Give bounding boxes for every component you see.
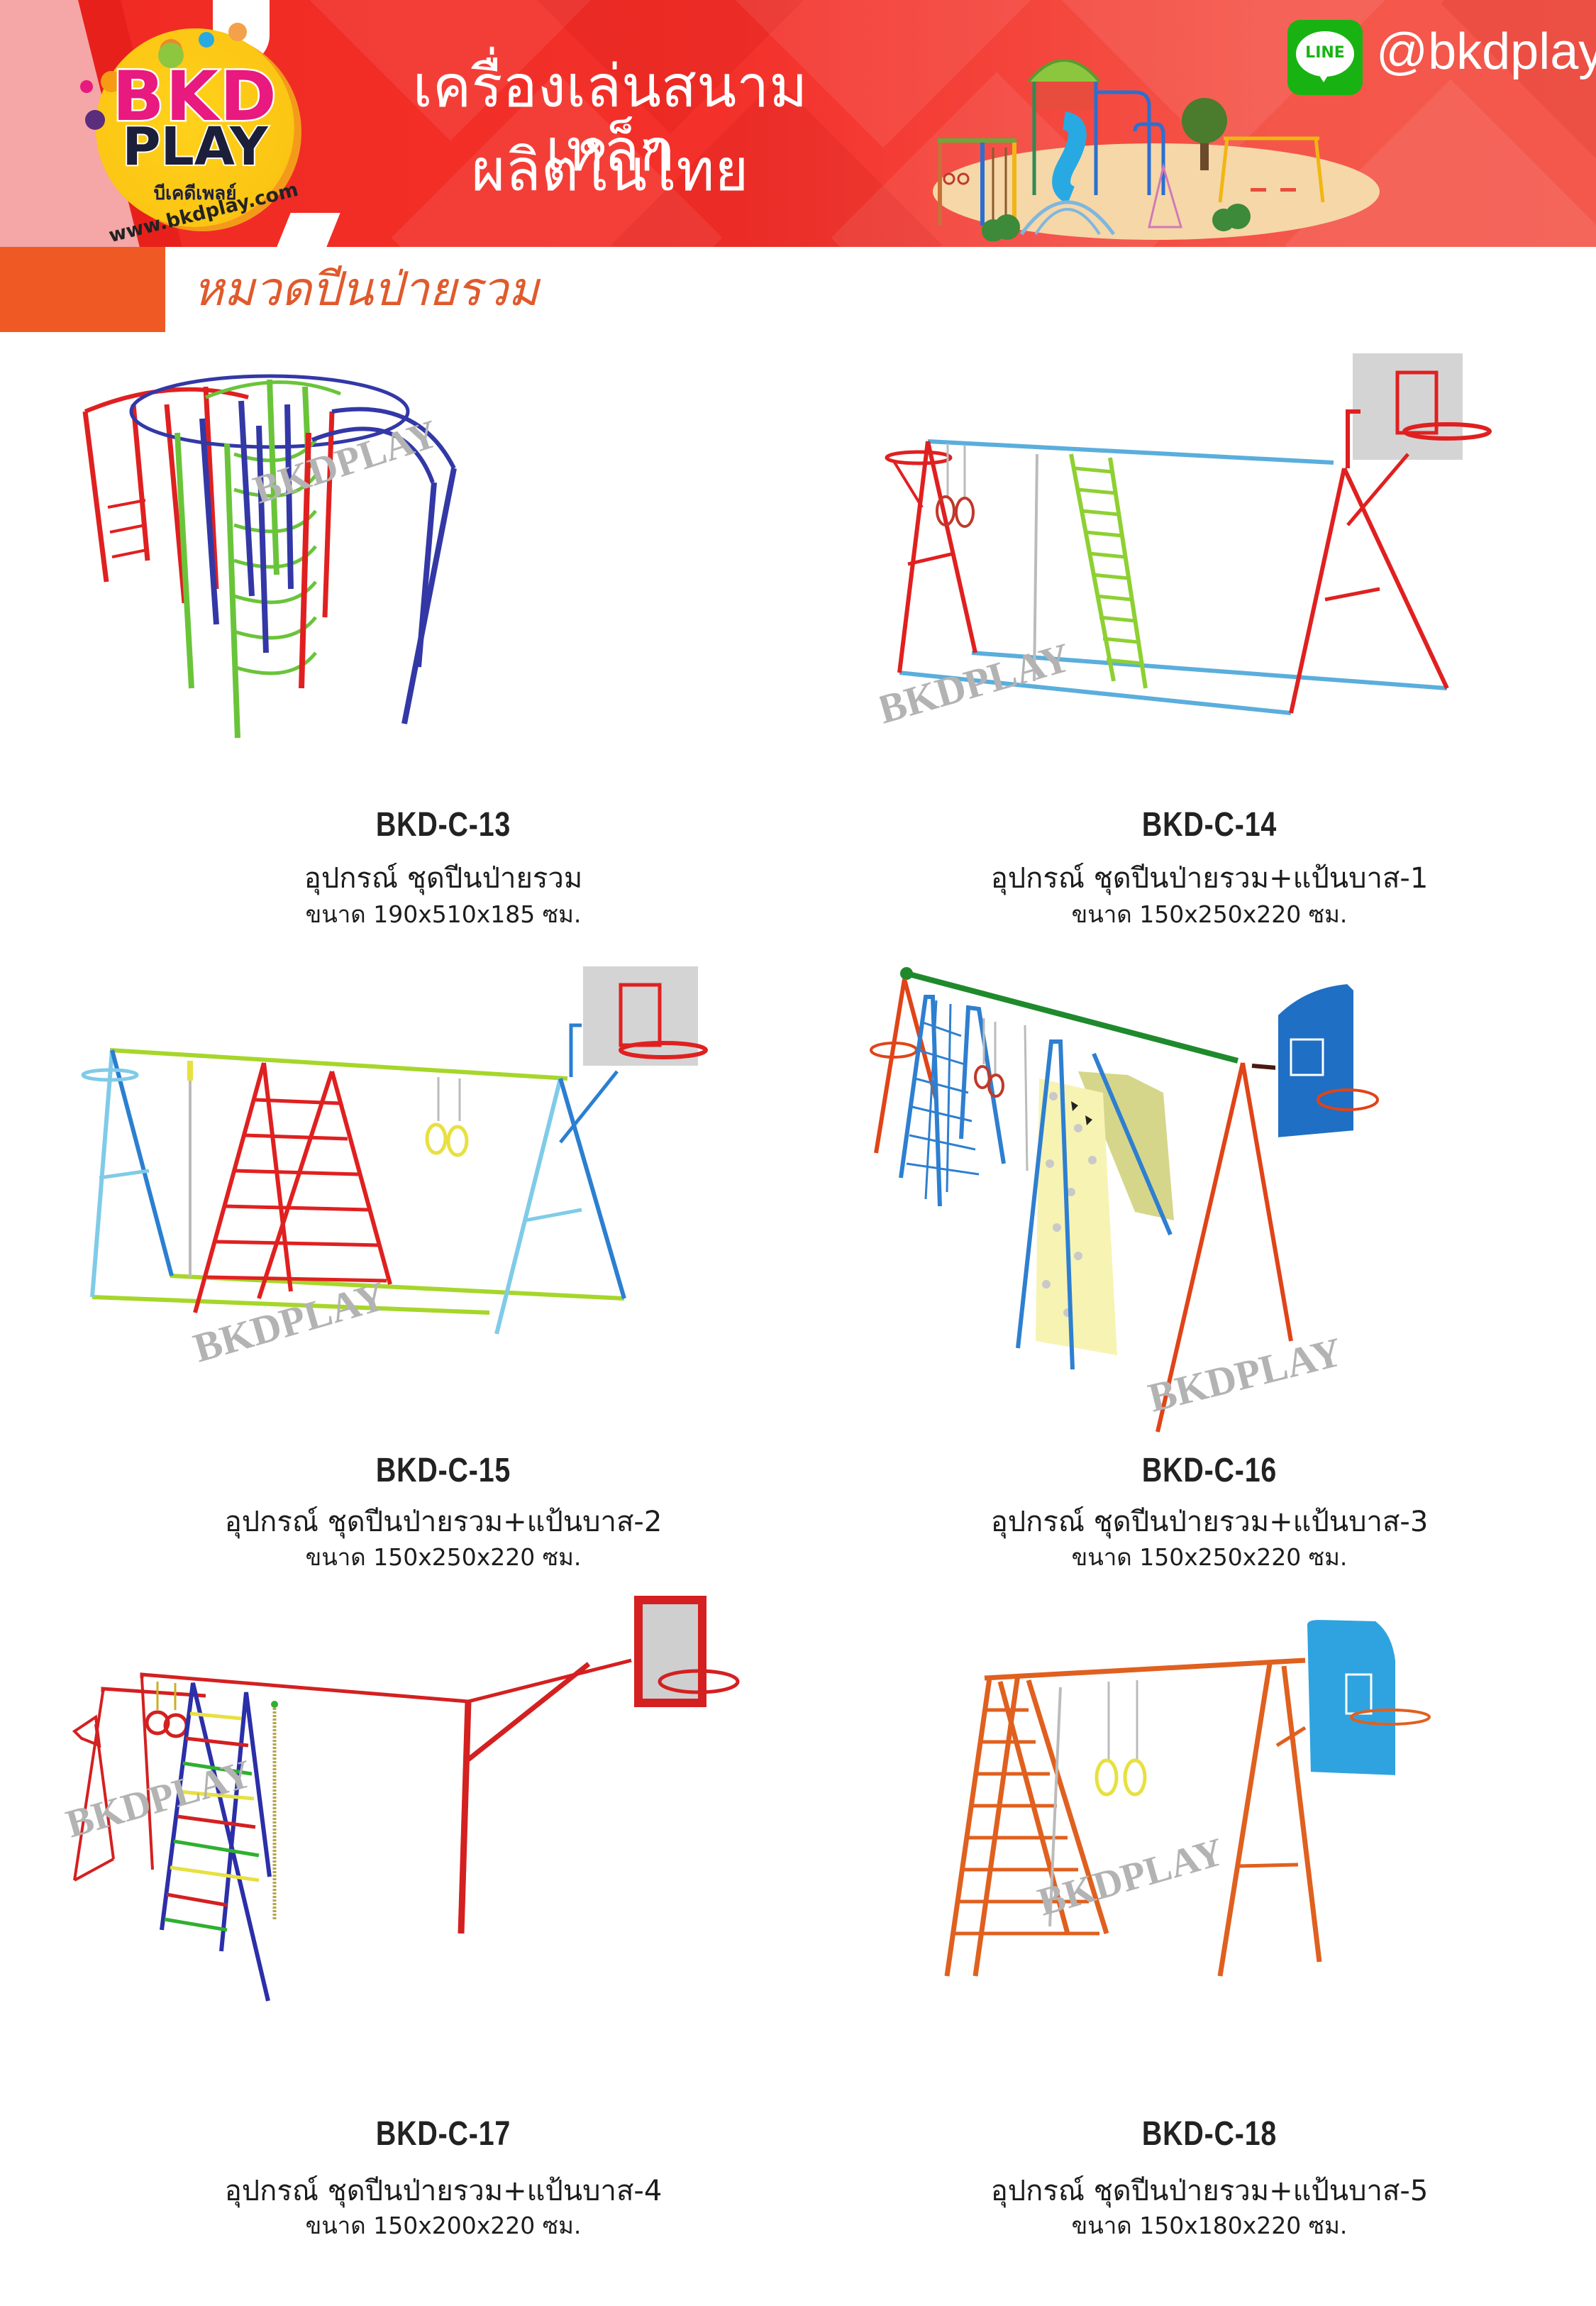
- product-name: อุปกรณ์ ชุดปีนป่ายรวม+แป้นบาส-5: [990, 2175, 1429, 2207]
- brand-logo[interactable]: [96, 28, 294, 227]
- watermark: BKDPLAY: [1143, 1328, 1346, 1420]
- logo-dot: [80, 80, 93, 93]
- product-name: อุปกรณ์ ชุดปีนป่ายรวม+แป้นบาส-4: [224, 2175, 663, 2207]
- product-name: อุปกรณ์ ชุดปีนป่ายรวม+แป้นบาส-2: [224, 1506, 663, 1538]
- product-size: ขนาด 150x250x220 ซม.: [305, 1543, 582, 1571]
- product-image-bkd-c-13[interactable]: BKDPLAY: [64, 355, 731, 780]
- headline-line-2: ผลิตในไทย: [471, 137, 749, 204]
- logo-dot: [101, 71, 122, 92]
- logo-brand-bottom: PLAY: [121, 116, 269, 177]
- product-image-bkd-c-16[interactable]: BKDPLAY: [865, 958, 1504, 1440]
- product-size: ขนาด 190x510x185 ซม.: [305, 900, 582, 928]
- logo-dot: [228, 23, 247, 41]
- playground-illustration: [933, 59, 1380, 241]
- product-image-bkd-c-18[interactable]: BKDPLAY: [936, 1604, 1461, 2100]
- logo-brand-thai: บีเคดีเพลย์: [153, 183, 237, 204]
- product-size: ขนาด 150x250x220 ซม.: [1071, 900, 1348, 928]
- product-size: ขนาด 150x250x220 ซม.: [1071, 1543, 1348, 1571]
- product-size: ขนาด 150x180x220 ซม.: [1071, 2212, 1348, 2239]
- product-code: BKD-C-15: [375, 1452, 511, 1489]
- product-size: ขนาด 150x200x220 ซม.: [305, 2212, 582, 2239]
- watermark: BKDPLAY: [880, 634, 1075, 732]
- category-title: หมวดปีนป่ายรวม: [193, 262, 539, 316]
- logo-dot: [85, 110, 105, 130]
- product-name: อุปกรณ์ ชุดปีนป่ายรวม+แป้นบาส-1: [990, 862, 1429, 895]
- product-name: อุปกรณ์ ชุดปีนป่ายรวม+แป้นบาส-3: [990, 1506, 1429, 1538]
- line-icon-label: LINE: [1305, 44, 1345, 62]
- watermark: BKDPLAY: [1033, 1830, 1228, 1925]
- product-code: BKD-C-17: [375, 2115, 511, 2153]
- logo-dot: [199, 32, 214, 48]
- watermark: BKDPLAY: [248, 412, 443, 512]
- line-icon-tail: [1317, 71, 1331, 82]
- logo-brand-top: BKD: [111, 57, 278, 136]
- product-code: BKD-C-18: [1141, 2115, 1278, 2153]
- line-handle-link[interactable]: @bkdplay: [1376, 23, 1596, 80]
- product-image-bkd-c-15[interactable]: BKDPLAY: [78, 958, 745, 1398]
- headline-line-1: เครื่องเล่นสนามเหล็ก: [412, 53, 808, 185]
- logo-dot: [158, 43, 184, 68]
- product-image-bkd-c-17[interactable]: BKDPLAY: [64, 1589, 759, 2086]
- product-name: อุปกรณ์ ชุดปีนป่ายรวม: [304, 862, 583, 895]
- product-code: BKD-C-13: [375, 806, 511, 844]
- line-icon-bubble: [1296, 31, 1354, 77]
- product-code: BKD-C-14: [1141, 806, 1278, 844]
- category-accent-block: [0, 247, 165, 332]
- product-image-bkd-c-14[interactable]: BKDPLAY: [880, 348, 1518, 780]
- product-code: BKD-C-16: [1141, 1452, 1278, 1489]
